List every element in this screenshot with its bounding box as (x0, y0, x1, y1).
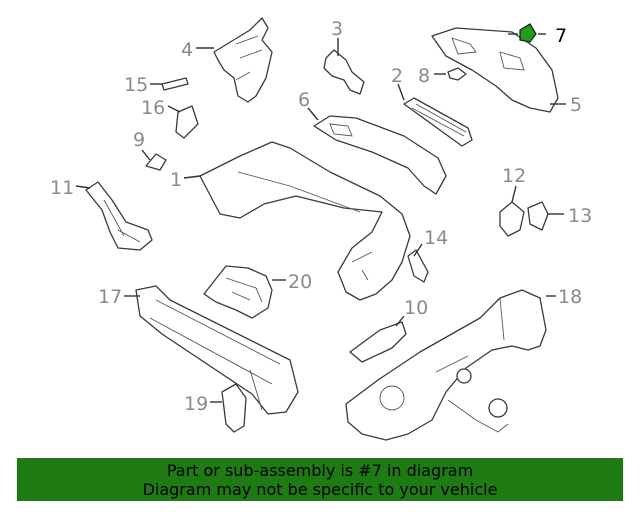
leader-lines (75, 33, 566, 403)
callout-18: 18 (558, 286, 582, 308)
callout-17: 17 (98, 286, 122, 308)
callout-5: 5 (570, 94, 582, 116)
banner-line-disclaimer: Diagram may not be specific to your vehi… (142, 480, 498, 499)
part-18-tow-hitch (345, 289, 547, 441)
banner-line-part: Part or sub-assembly is #7 in diagram (166, 461, 474, 480)
part-20-bracket (203, 265, 273, 319)
callout-12: 12 (502, 165, 526, 187)
callout-10: 10 (404, 297, 428, 319)
part-19-bracket (221, 383, 247, 433)
part-16-cover (175, 105, 199, 139)
part-10-trim (349, 321, 407, 363)
callout-labels: 1 2 3 4 5 6 7 8 9 10 11 12 13 14 15 16 1… (50, 18, 592, 415)
part-2-strip (403, 97, 473, 147)
parts-diagram: 1 2 3 4 5 6 7 8 9 10 11 12 13 14 15 16 1… (50, 17, 592, 441)
part-7-highlighted (508, 23, 537, 43)
part-11-bracket (85, 181, 153, 251)
part-5-diffuser (431, 27, 559, 113)
info-banner: Part or sub-assembly is #7 in diagram Di… (17, 458, 623, 501)
callout-6: 6 (298, 89, 310, 111)
part-14-reflector (407, 249, 429, 283)
callout-13: 13 (568, 205, 592, 227)
callout-8: 8 (418, 65, 430, 87)
callout-2: 2 (391, 65, 403, 87)
part-6-trim (313, 115, 447, 195)
callout-14: 14 (424, 227, 448, 249)
callout-11: 11 (50, 177, 74, 199)
callout-3: 3 (331, 18, 343, 40)
part-17-beam (135, 285, 299, 415)
callout-7: 7 (555, 25, 567, 47)
part-7-shape (519, 23, 537, 43)
callout-9: 9 (133, 129, 145, 151)
part-4-bracket (213, 17, 273, 103)
callout-4: 4 (181, 39, 193, 61)
callout-1: 1 (170, 169, 182, 191)
part-9-clip (145, 153, 167, 171)
callout-15: 15 (124, 74, 148, 96)
part-1-bumper-cover (199, 141, 411, 301)
part-12-bracket (499, 201, 525, 237)
callout-19: 19 (184, 393, 208, 415)
callout-16: 16 (141, 97, 165, 119)
part-15-strip (161, 77, 189, 91)
part-3-bracket (323, 49, 365, 95)
callout-20: 20 (288, 271, 312, 293)
part-13-bracket (527, 201, 549, 231)
part-8-clip (447, 67, 467, 81)
